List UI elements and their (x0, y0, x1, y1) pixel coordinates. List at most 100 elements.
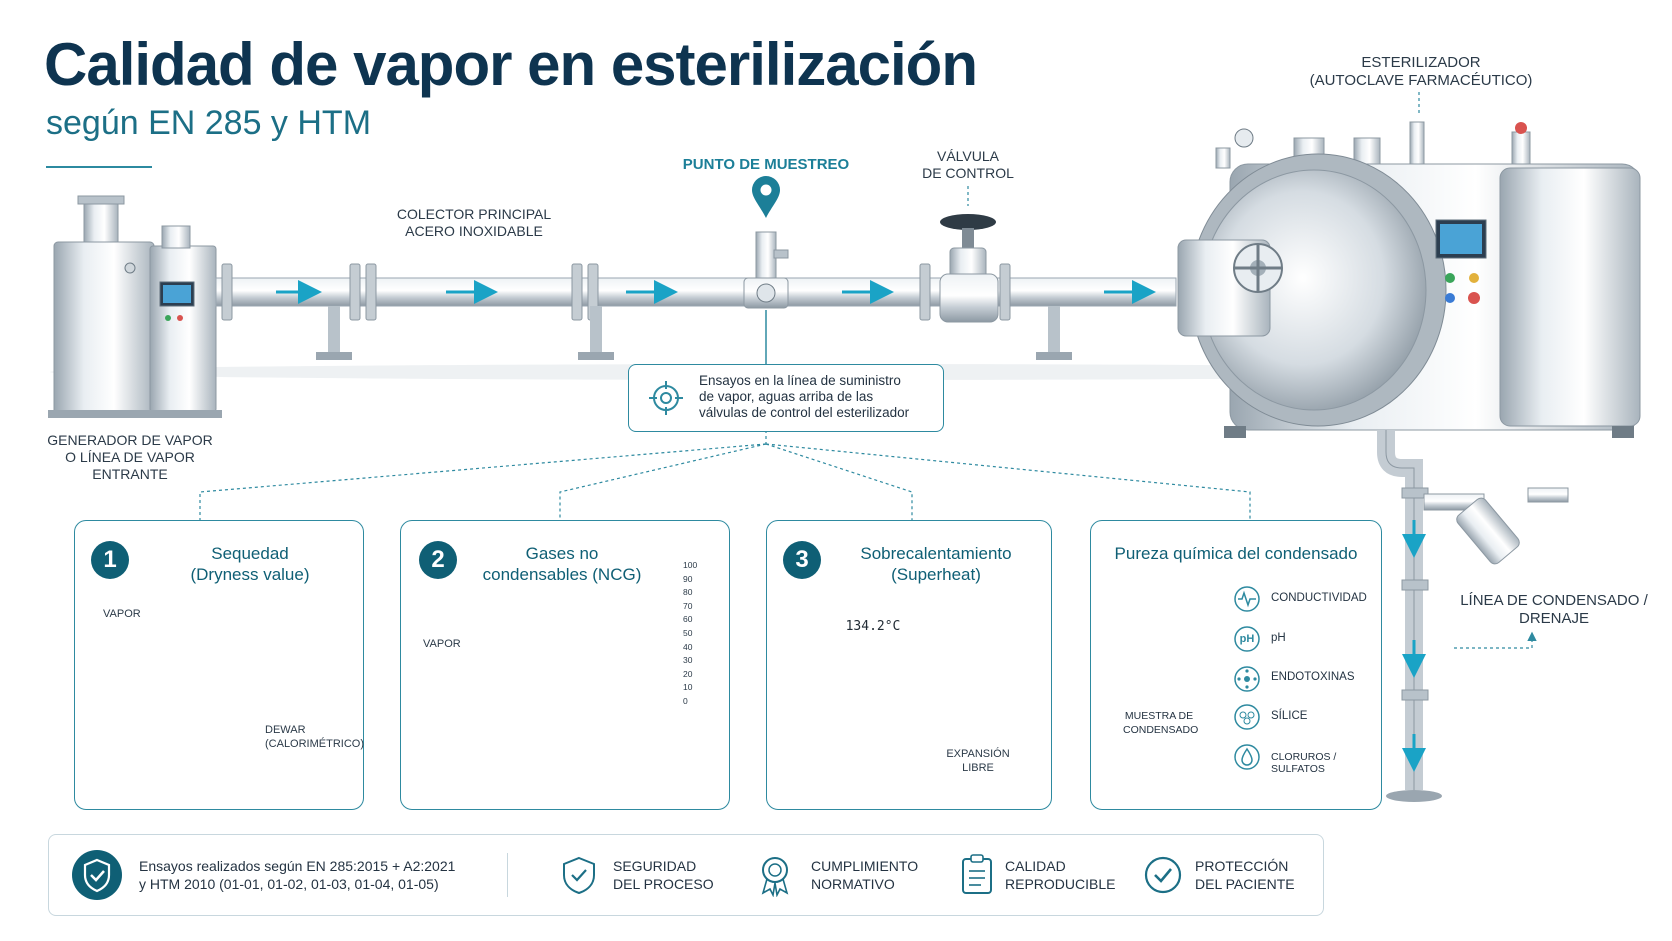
dewar-label-line: (CALORIMÉTRICO) (265, 738, 364, 750)
card-number: 2 (419, 541, 457, 579)
drain-label: LÍNEA DE CONDENSADO / DRENAJE (1454, 592, 1654, 628)
shield-check-icon (563, 856, 595, 895)
scale-tick: 30 (683, 655, 693, 666)
sterilizer (1177, 92, 1641, 802)
note-line: de vapor, aguas arriba de las (699, 389, 874, 404)
card-title-line: (Superheat) (891, 565, 981, 584)
standards-text-line: Ensayos realizados según EN 285:2015 + A… (139, 858, 456, 874)
scale-tick: 80 (683, 587, 693, 598)
card-title: Gases no condensables (NCG) (467, 543, 657, 585)
expansion-label-line: EXPANSIÓN (946, 748, 1010, 760)
sampling-note-text: Ensayos en la línea de suministro de vap… (699, 373, 939, 421)
burette-scale: 100 90 80 70 60 50 40 30 20 10 0 (683, 559, 713, 709)
card-number: 3 (783, 541, 821, 579)
generator-label-line: GENERADOR DE VAPOR (47, 432, 213, 448)
generator-label-line: O LÍNEA DE VAPOR (65, 449, 195, 465)
card-title-line: Sobrecalentamiento (860, 544, 1012, 563)
standards-text-line: y HTM 2010 (01-01, 01-02, 01-03, 01-04, … (139, 876, 439, 892)
collector-label-line: COLECTOR PRINCIPAL (396, 206, 552, 222)
silica-icon (1234, 704, 1260, 730)
clipboard-icon (962, 854, 992, 894)
card-title-line: (Dryness value) (190, 565, 310, 584)
footer-item-line: PROTECCIÓN (1195, 858, 1289, 874)
footer-divider (507, 853, 508, 897)
dewar-label-line: DEWAR (265, 724, 306, 736)
footer-item-line: NORMATIVO (811, 876, 895, 892)
drain-label-line: LÍNEA DE CONDENSADO / (1460, 592, 1648, 609)
collector-label-line: ACERO INOXIDABLE (405, 223, 543, 239)
footer-item-line: REPRODUCIBLE (1005, 876, 1116, 892)
award-icon (761, 857, 789, 897)
scale-tick: 10 (683, 682, 693, 693)
expansion-label-line: LIBRE (962, 762, 994, 774)
footer-item-line: DEL PACIENTE (1195, 876, 1295, 892)
card-number: 1 (91, 541, 129, 579)
scale-tick: 100 (683, 560, 698, 570)
note-line: Ensayos en la línea de suministro (699, 373, 901, 388)
footer-item-label: PROTECCIÓN DEL PACIENTE (1195, 857, 1295, 893)
bottle-label-line: MUESTRA DE (1124, 710, 1194, 722)
ph-icon-glyph: pH (1239, 633, 1255, 645)
card-title: Pureza química del condensado (1114, 544, 1358, 563)
check-circle-icon (1144, 856, 1182, 894)
conductivity-icon (1234, 586, 1260, 612)
bottle-label: MUESTRA DE CONDENSADO (1123, 709, 1199, 737)
drain-label-line: DRENAJE (1518, 610, 1589, 627)
shield-badge-icon (72, 850, 122, 900)
footer-item-label: SEGURIDAD DEL PROCESO (613, 857, 714, 893)
card-superheat: 3 Sobrecalentamiento (Superheat) 134.2°C… (766, 520, 1052, 810)
scale-tick: 40 (683, 641, 693, 652)
sampling-note: Ensayos en la línea de suministro de vap… (628, 364, 944, 432)
steam-generator (48, 195, 222, 418)
page-subtitle: según EN 285 y HTM (46, 104, 372, 142)
card-title-line: Sequedad (211, 544, 289, 563)
valve-label: VÁLVULA DE CONTROL (908, 148, 1028, 182)
card-title-line: Gases no (525, 544, 599, 563)
footer-item-line: SEGURIDAD (613, 858, 697, 874)
standards-text: Ensayos realizados según EN 285:2015 + A… (139, 857, 519, 893)
card-dryness: 1 Sequedad (Dryness value) VAPOR DEWAR (… (74, 520, 364, 810)
bottle-label-line: CONDENSADO (1123, 724, 1199, 736)
card-chemical-purity: Pureza química del condensado MUESTRA DE… (1090, 520, 1382, 810)
chem-item-label: SÍLICE (1271, 710, 1308, 722)
footer-item-label: CUMPLIMIENTO NORMATIVO (811, 857, 918, 893)
scale-tick: 0 (683, 695, 688, 706)
card-title: Sobrecalentamiento (Superheat) (831, 543, 1041, 585)
generator-label: GENERADOR DE VAPOR O LÍNEA DE VAPOR ENTR… (42, 432, 218, 483)
sampling-point-label: PUNTO DE MUESTREO (682, 156, 850, 173)
endotoxin-icon (1234, 666, 1260, 692)
vapor-label: VAPOR (103, 608, 141, 620)
sampling-fitting (743, 176, 789, 364)
thermometer-reading: 134.2°C (845, 619, 901, 634)
drop-icon (1234, 744, 1260, 770)
control-valve (939, 186, 999, 323)
footer-item-line: CALIDAD (1005, 858, 1066, 874)
card-ncg: 2 Gases no condensables (NCG) VAPOR 100 … (400, 520, 730, 810)
footer-item-line: CUMPLIMIENTO (811, 858, 919, 874)
subtitle-rule (46, 166, 152, 168)
sterilizer-label: ESTERILIZADOR (AUTOCLAVE FARMACÉUTICO) (1296, 54, 1546, 90)
standards-footer: Ensayos realizados según EN 285:2015 + A… (48, 834, 1324, 916)
card-title: Sequedad (Dryness value) (145, 543, 355, 585)
generator-label-line: ENTRANTE (92, 466, 168, 482)
main-pipe (215, 263, 1177, 360)
chem-item-label: CONDUCTIVIDAD (1271, 592, 1367, 604)
chem-item-label: CLORUROS / SULFATOS (1271, 751, 1337, 775)
scale-tick: 50 (683, 627, 693, 638)
page-title: Calidad de vapor en esterilización (44, 31, 978, 98)
footer-item-line: DEL PROCESO (613, 876, 714, 892)
connectors (199, 430, 1251, 520)
expansion-label: EXPANSIÓN LIBRE (943, 747, 1013, 775)
vapor-label: VAPOR (423, 638, 461, 650)
sterilizer-label-line: ESTERILIZADOR (1361, 54, 1481, 71)
valve-label-line: DE CONTROL (922, 165, 1014, 181)
scale-tick: 20 (683, 668, 693, 679)
ph-icon (1234, 626, 1260, 652)
dewar-label: DEWAR (CALORIMÉTRICO) (265, 723, 364, 751)
footer-item-label: CALIDAD REPRODUCIBLE (1005, 857, 1115, 893)
chem-item-label: pH (1271, 632, 1286, 644)
collector-label: COLECTOR PRINCIPAL ACERO INOXIDABLE (384, 206, 564, 240)
chem-item-label: ENDOTOXINAS (1271, 671, 1355, 683)
